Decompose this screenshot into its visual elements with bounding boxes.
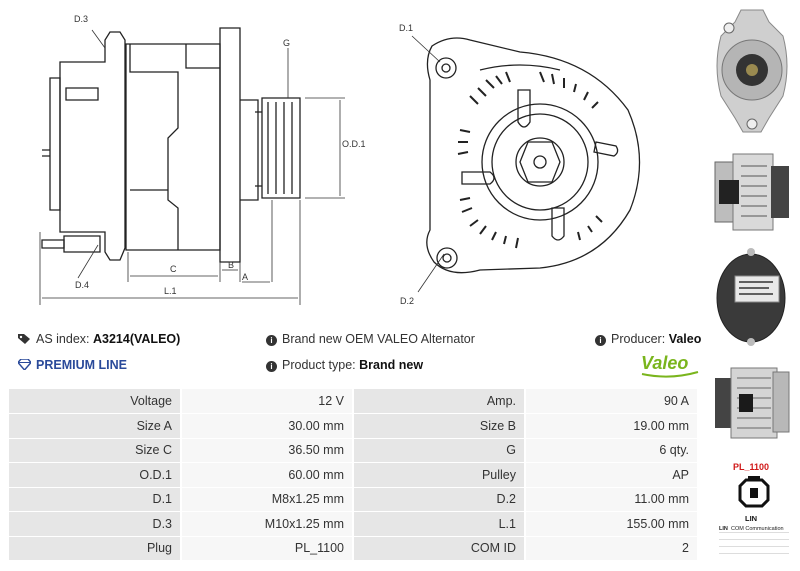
com-row xyxy=(719,533,789,540)
producer: i Producer: Valeo xyxy=(595,332,701,346)
label-c: C xyxy=(170,264,177,274)
label-d2: D.2 xyxy=(400,296,414,306)
valeo-logo-text: Valeo xyxy=(641,353,688,373)
com-cell: COM Communication xyxy=(731,526,784,532)
spec-value: 12 V xyxy=(180,389,353,414)
as-index-value: A3214(VALEO) xyxy=(93,332,181,346)
product-type: i Product type: Brand new xyxy=(266,358,423,372)
label-b: B xyxy=(228,260,234,270)
label-d4: D.4 xyxy=(75,280,89,290)
valeo-logo: Valeo xyxy=(641,353,699,378)
as-index-label: AS index: xyxy=(36,332,90,346)
label-a: A xyxy=(242,272,248,282)
spec-label: Size B xyxy=(352,413,525,439)
spec-label: D.1 xyxy=(9,487,181,512)
spec-label: L.1 xyxy=(352,511,525,537)
plug-code: PL_1100 xyxy=(733,462,770,472)
spec-label: COM ID xyxy=(352,536,525,561)
thumbnail-side-view[interactable] xyxy=(711,146,793,238)
spec-value: 36.50 mm xyxy=(180,438,353,463)
com-row: LIN COM Communication xyxy=(719,526,789,533)
spec-value: 19.00 mm xyxy=(524,413,697,439)
spec-label: O.D.1 xyxy=(9,462,181,488)
spec-value: 155.00 mm xyxy=(524,511,697,537)
product-type-label: Product type: xyxy=(282,358,356,372)
com-cell xyxy=(719,540,731,546)
info-icon: i xyxy=(266,335,277,346)
spec-label: Size C xyxy=(9,438,181,463)
product-type-value: Brand new xyxy=(359,358,424,372)
thumbnail-rear-view[interactable] xyxy=(711,246,793,346)
spec-label: Pulley xyxy=(352,462,525,488)
diamond-icon xyxy=(17,358,32,373)
spec-value: M10x1.25 mm xyxy=(180,511,353,537)
com-cell: LIN xyxy=(719,526,728,532)
com-cell xyxy=(719,547,731,553)
spec-label: G xyxy=(352,438,525,463)
thumbnail-front-view[interactable] xyxy=(711,6,793,136)
premium-line[interactable]: PREMIUM LINE xyxy=(17,358,127,373)
spec-label: Amp. xyxy=(352,389,525,414)
producer-label: Producer: xyxy=(611,332,666,346)
description-text: Brand new OEM VALEO Alternator xyxy=(282,332,475,346)
label-d1: D.1 xyxy=(399,23,413,33)
description: i Brand new OEM VALEO Alternator xyxy=(266,332,475,346)
technical-drawing: D.3 D.4 G O.D.1 C B A L.1 D.1 D.2 xyxy=(39,14,641,306)
plug-pin-label: LIN xyxy=(745,514,758,523)
thumbnail-angle-view[interactable] xyxy=(711,354,793,454)
premium-line-label: PREMIUM LINE xyxy=(36,358,127,372)
info-icon: i xyxy=(595,335,606,346)
com-row xyxy=(719,540,789,547)
plug-connector-icon xyxy=(738,476,770,508)
as-index: AS index: A3214(VALEO) xyxy=(18,332,180,347)
label-od1: O.D.1 xyxy=(342,139,366,149)
spec-value: 6 qty. xyxy=(524,438,697,463)
spec-value: PL_1100 xyxy=(180,536,353,561)
spec-value: AP xyxy=(524,462,697,488)
label-d3: D.3 xyxy=(74,14,88,24)
spec-label: Voltage xyxy=(9,389,181,414)
producer-value: Valeo xyxy=(668,332,702,346)
spec-label: D.3 xyxy=(9,511,181,537)
tag-icon xyxy=(18,333,31,347)
spec-value: 11.00 mm xyxy=(524,487,697,512)
label-l1: L.1 xyxy=(164,286,177,296)
spec-label: Size A xyxy=(9,413,181,439)
product-thumbnails xyxy=(705,0,800,571)
label-g: G xyxy=(283,38,290,48)
com-cell xyxy=(719,533,731,539)
spec-value: 2 xyxy=(524,536,697,561)
spec-label: D.2 xyxy=(352,487,525,512)
com-table: LIN COM Communication xyxy=(719,526,789,560)
spec-value: 90 A xyxy=(524,389,697,414)
com-row xyxy=(719,547,789,554)
spec-value: 30.00 mm xyxy=(180,413,353,439)
spec-value: M8x1.25 mm xyxy=(180,487,353,512)
info-icon: i xyxy=(266,361,277,372)
spec-value: 60.00 mm xyxy=(180,462,353,488)
spec-label: Plug xyxy=(9,536,181,561)
